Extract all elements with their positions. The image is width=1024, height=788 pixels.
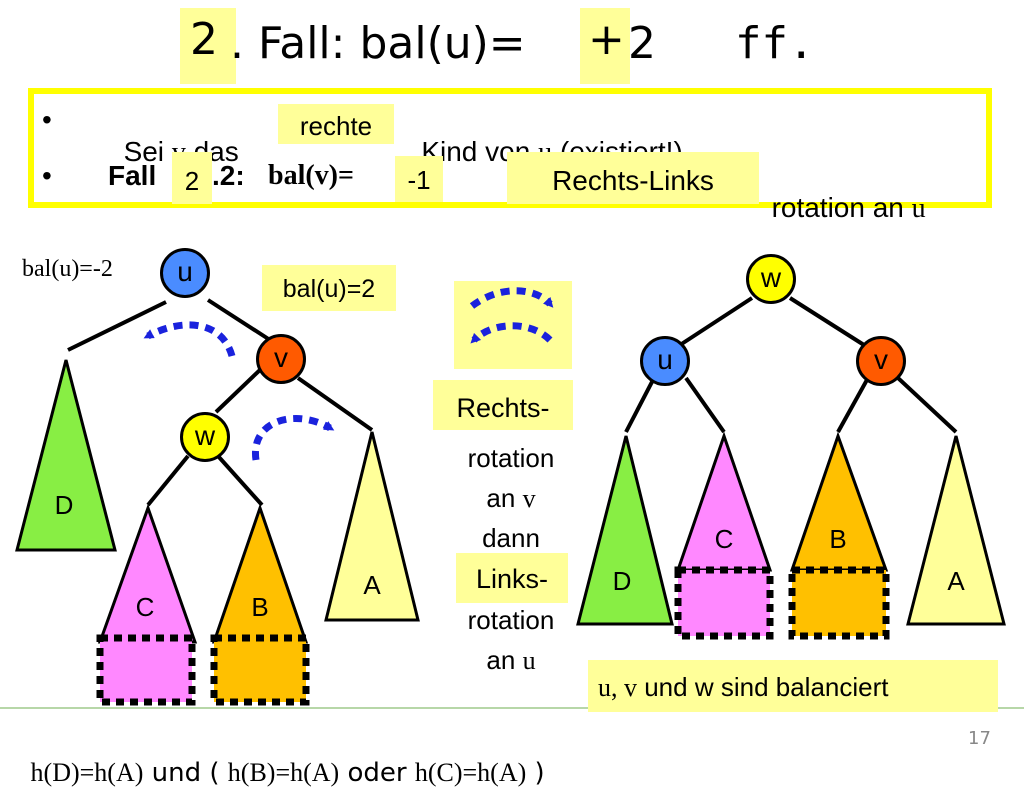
bullet-2: •	[42, 160, 52, 191]
right-node-w: w	[746, 254, 796, 304]
right-node-v: v	[856, 336, 906, 386]
footer-hC-hA: h(C)=h(A)	[414, 758, 527, 787]
left-node-v: v	[256, 334, 306, 384]
mid-rotation-2: rotation	[467, 605, 555, 635]
patch-balv-value: -1	[395, 156, 443, 202]
tri-A-right	[906, 435, 1006, 626]
title-text: . Fall: bal(u)=	[230, 18, 540, 69]
slide-title: 2 . Fall: bal(u)= + 2 ff.	[0, 0, 1024, 90]
mid-an-text-1: an	[486, 483, 523, 513]
dashed-box-B-left	[210, 634, 310, 706]
title-sign-highlight	[580, 8, 630, 84]
left-arrow-upper	[143, 321, 236, 358]
dashed-box-B-right	[788, 566, 890, 640]
balanced-caption: u, v und w sind balanciert	[588, 660, 998, 712]
title-number-highlight	[180, 8, 236, 84]
footer-condition: h(D)=h(A) und ( h(B)=h(A) oder h(C)=h(A)…	[14, 728, 545, 788]
tri-A-left	[324, 431, 420, 622]
mid-an-text-2: an	[486, 645, 523, 675]
label-D-right: D	[612, 566, 632, 596]
edge-u-D	[67, 300, 167, 352]
tree-diagram	[0, 281, 1024, 709]
left-arrow-lower	[252, 415, 335, 461]
mid-arrow-lower	[470, 322, 553, 344]
bullet-1: •	[42, 104, 52, 135]
footer-oder: oder	[339, 758, 415, 788]
patch-rechts-links: Rechts-Links	[507, 152, 759, 204]
patch-rechts: Rechts-	[433, 380, 573, 430]
edge-w-v	[788, 296, 866, 347]
title-suffix: ff.	[735, 18, 815, 69]
edge-w-C	[146, 454, 190, 507]
bal-u-2-patch: bal(u)=2	[262, 265, 396, 311]
title-sign: +	[588, 14, 625, 65]
mid-an-u: an u	[446, 645, 576, 676]
label-B-left: B	[251, 592, 269, 622]
title-value: 2	[628, 18, 656, 69]
mid-var-u: u	[522, 646, 536, 675]
line2-rotation-text: rotation an	[771, 192, 912, 223]
patch-rechte: rechte	[278, 104, 394, 144]
caption-vars: u, v	[598, 673, 637, 702]
edge-v-B-right	[836, 377, 870, 433]
dashed-box-C-left	[96, 634, 196, 706]
label-D-left: D	[54, 490, 74, 520]
mid-dann: dann	[482, 523, 540, 553]
left-tree-edges	[67, 298, 374, 507]
edge-v-w	[214, 366, 264, 414]
footer-und: und (	[143, 758, 228, 788]
label-C-right: C	[714, 524, 734, 554]
edge-u-C-right	[684, 376, 726, 434]
footer-close: )	[526, 758, 545, 788]
line2-fall: Fall	[108, 160, 157, 191]
line2-var-u: u	[911, 193, 926, 224]
label-B-right: B	[829, 524, 847, 554]
title-number: 2	[190, 14, 218, 65]
mid-rotation-1: rotation	[467, 443, 555, 473]
right-tree-edges	[624, 296, 958, 434]
edge-v-A-right	[896, 376, 958, 434]
dashed-box-C-right	[674, 566, 774, 640]
edge-v-A	[296, 376, 374, 432]
tri-D-left	[15, 359, 117, 552]
line2-code: .2:	[212, 160, 253, 191]
edge-u-D-right	[624, 377, 656, 433]
label-A-right: A	[947, 566, 965, 596]
left-node-u: u	[160, 248, 210, 298]
line1-prefix: Sei	[123, 136, 172, 167]
label-C-left: C	[135, 592, 155, 622]
line2-balv: bal(v)=	[268, 160, 354, 191]
mid-var-v: v	[522, 484, 536, 513]
patch-fall-number: 2	[172, 152, 212, 204]
label-A-left: A	[363, 570, 381, 600]
caption-text: und w sind balanciert	[637, 672, 889, 702]
page-number: 17	[968, 728, 991, 749]
line2-suffix: rotation an u	[756, 160, 926, 225]
left-node-w: w	[180, 412, 230, 462]
right-node-u: u	[640, 336, 690, 386]
edge-u-v	[206, 298, 272, 342]
footer-hD-hA: h(D)=h(A)	[30, 758, 144, 787]
mid-an-v: an v	[446, 483, 576, 514]
footer-hB-hA: h(B)=h(A)	[227, 758, 340, 787]
edge-w-B	[216, 454, 264, 507]
patch-links: Links-	[456, 553, 568, 603]
edge-w-u	[678, 296, 754, 347]
bal-u-minus2-label: bal(u)=-2	[22, 256, 113, 282]
tri-D-right	[576, 435, 674, 626]
